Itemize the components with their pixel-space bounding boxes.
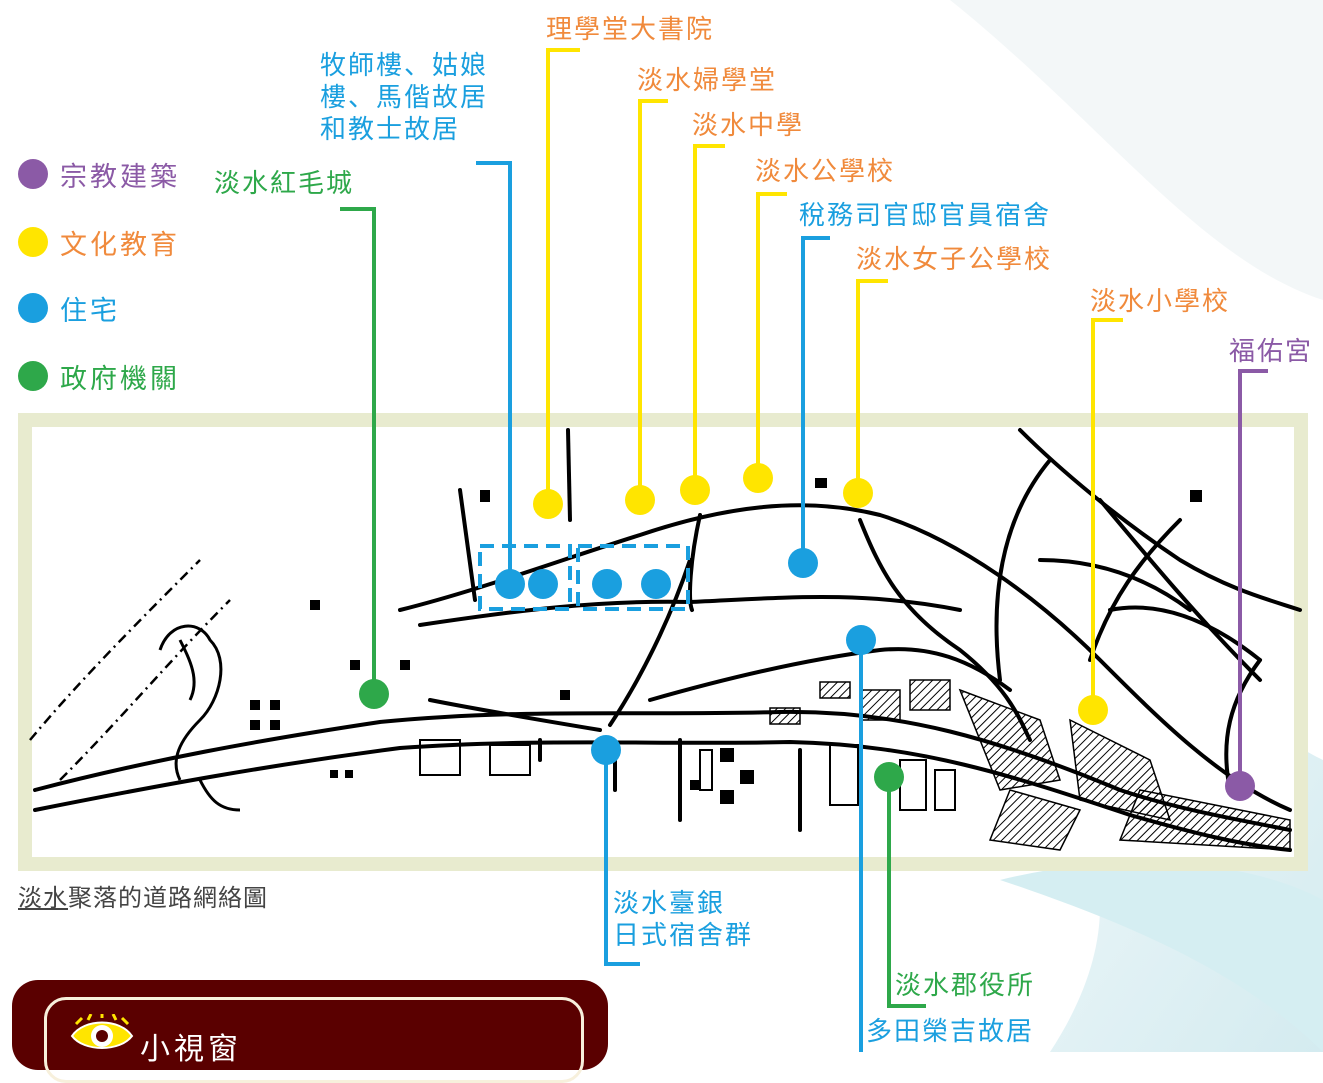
legend-culture: 文化教育 xyxy=(18,227,180,261)
green-dot-icon xyxy=(18,361,48,391)
legend-label-religious: 宗教建築 xyxy=(60,161,180,193)
info-box-title: 小視窗 xyxy=(140,1032,242,1067)
map-caption: 淡水聚落的道路網絡圖 xyxy=(18,878,268,913)
legend-government: 政府機關 xyxy=(18,361,180,395)
label-girls-school: 淡水婦學堂 xyxy=(637,66,778,96)
caption-underlined: 淡水 xyxy=(18,884,68,912)
label-middle-school: 淡水中學 xyxy=(692,111,805,141)
map-background xyxy=(18,0,1323,1052)
yellow-dot-icon xyxy=(18,227,48,257)
eye-icon xyxy=(70,1014,134,1049)
label-fuyou-temple: 福佑宮 xyxy=(1229,337,1314,367)
label-customs-dorm: 稅務司官邸官員宿舍 xyxy=(799,201,1052,231)
purple-dot-icon xyxy=(18,159,48,189)
label-red-fort: 淡水紅毛城 xyxy=(214,169,355,199)
label-girls-primary: 淡水女子公學校 xyxy=(856,245,1053,275)
label-pastor-house: 牧師樓、姑娘 樓、馬偕故居 和教士故居 xyxy=(320,51,489,145)
legend-religious: 宗教建築 xyxy=(18,159,180,193)
legend-residence: 住宅 xyxy=(18,293,120,327)
legend-label-culture: 文化教育 xyxy=(60,229,180,261)
label-elementary: 淡水小學校 xyxy=(1090,287,1231,317)
legend-label-residence: 住宅 xyxy=(60,295,120,327)
label-liyuetang: 理學堂大書院 xyxy=(546,15,715,45)
legend-label-government: 政府機關 xyxy=(60,363,180,395)
label-tada-house: 多田榮吉故居 xyxy=(866,1017,1035,1047)
label-bank-dorm: 淡水臺銀 日式宿舍群 xyxy=(613,889,754,951)
label-public-school: 淡水公學校 xyxy=(755,157,896,187)
label-district-office: 淡水郡役所 xyxy=(895,971,1036,1001)
blue-dot-icon xyxy=(18,293,48,323)
caption-rest: 聚落的道路網絡圖 xyxy=(68,884,268,912)
